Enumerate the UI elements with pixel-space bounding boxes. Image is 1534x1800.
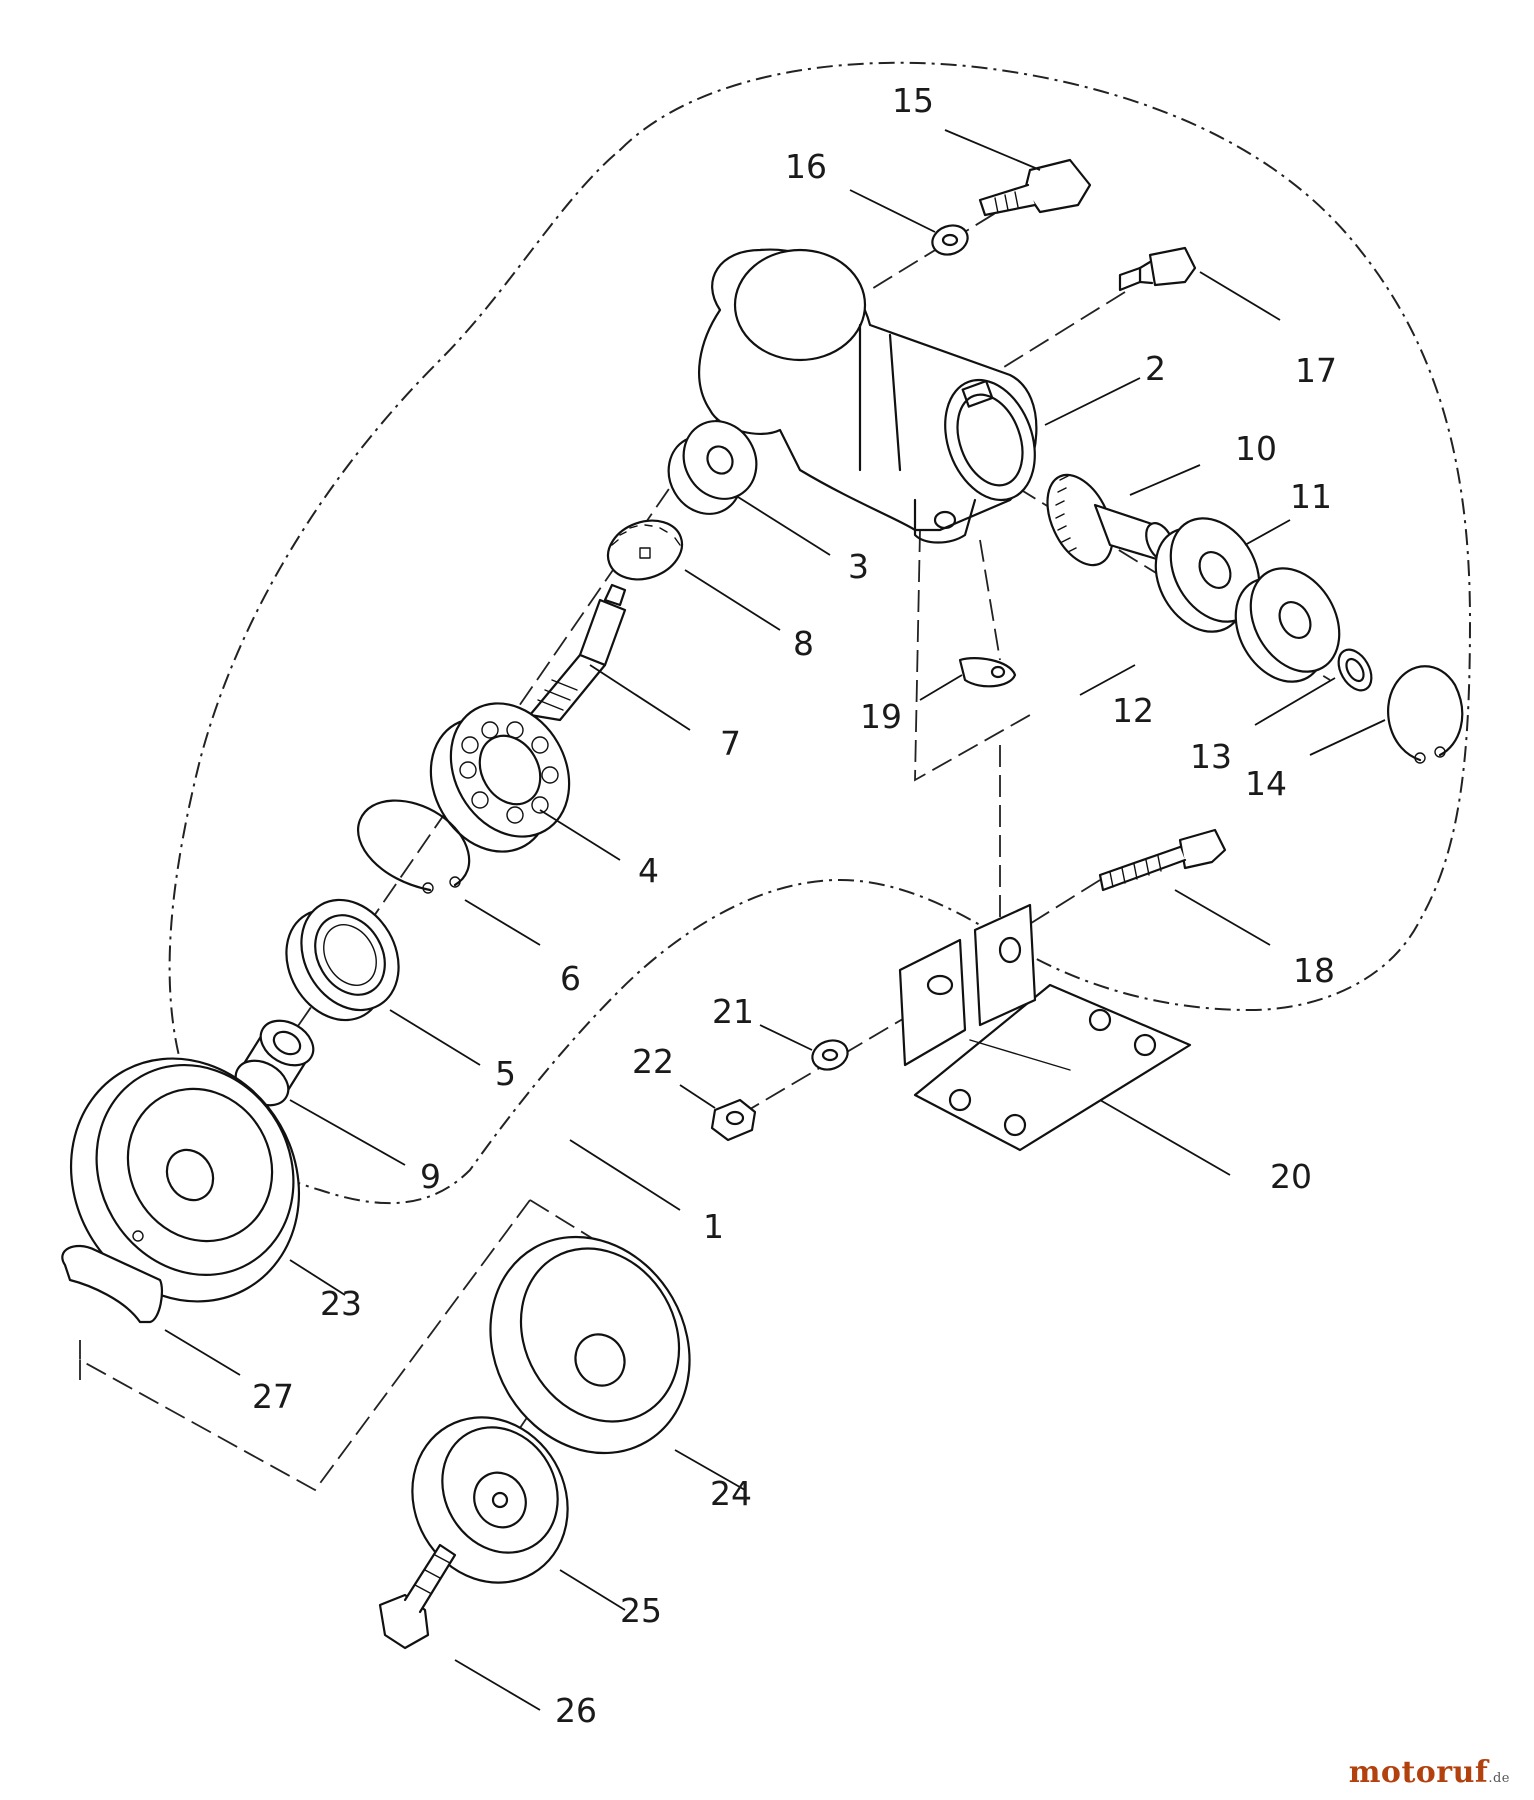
screw-part-18 bbox=[1098, 828, 1227, 892]
oil-seal-part-5 bbox=[285, 898, 400, 1022]
label-23: 23 bbox=[320, 1284, 362, 1323]
split-pin-part-27 bbox=[61, 1244, 164, 1324]
spline-shaft-part-7 bbox=[528, 583, 627, 722]
bearing-part-11 bbox=[1154, 517, 1261, 633]
nut-part-22 bbox=[710, 1098, 757, 1142]
label-22: 22 bbox=[632, 1042, 674, 1081]
label-8: 8 bbox=[793, 624, 814, 663]
label-10: 10 bbox=[1235, 429, 1277, 468]
label-4: 4 bbox=[638, 851, 659, 890]
screw-part-17 bbox=[1118, 246, 1197, 292]
bolt-part-26 bbox=[378, 1543, 457, 1650]
blade-holder-part-23 bbox=[69, 1057, 301, 1303]
label-25: 25 bbox=[620, 1591, 662, 1630]
label-26: 26 bbox=[555, 1691, 597, 1730]
label-2: 2 bbox=[1145, 349, 1166, 388]
label-5: 5 bbox=[495, 1054, 516, 1093]
bolt-axis-18 bbox=[1019, 879, 1101, 931]
label-19: 19 bbox=[860, 697, 902, 736]
bolt-part-15 bbox=[978, 158, 1092, 217]
blade-part-24 bbox=[489, 1235, 691, 1455]
label-14: 14 bbox=[1245, 764, 1287, 803]
leader-lines bbox=[164, 129, 1386, 1711]
label-1: 1 bbox=[703, 1207, 724, 1246]
label-3: 3 bbox=[848, 547, 869, 586]
assembly-group-outline bbox=[168, 61, 1472, 1205]
part-number-labels: 15 16 17 2 10 11 3 8 7 4 6 5 9 1 19 12 1… bbox=[252, 81, 1337, 1730]
ball-bearing-part-4 bbox=[429, 702, 571, 853]
gearbox-housing-part-2 bbox=[698, 248, 1038, 544]
label-13: 13 bbox=[1190, 737, 1232, 776]
watermark-suffix: .de bbox=[1488, 1771, 1510, 1786]
circlip-part-14 bbox=[1387, 665, 1464, 764]
washer-part-16 bbox=[931, 224, 969, 256]
bevel-pinion-part-8 bbox=[606, 519, 684, 581]
label-20: 20 bbox=[1270, 1157, 1312, 1196]
circlip-part-6 bbox=[357, 799, 471, 894]
washer-plate-part-25 bbox=[411, 1416, 569, 1584]
label-21: 21 bbox=[712, 992, 754, 1031]
label-18: 18 bbox=[1293, 951, 1335, 990]
bearing-part-12 bbox=[1234, 567, 1341, 683]
mounting-bracket-part-20 bbox=[898, 903, 1192, 1152]
label-15: 15 bbox=[892, 81, 934, 120]
bearing-part-3 bbox=[667, 420, 758, 515]
watermark-brand: motoruf bbox=[1348, 1755, 1489, 1790]
key-part-19 bbox=[958, 657, 1017, 688]
mount-bracket-guide bbox=[914, 529, 1031, 955]
label-11: 11 bbox=[1290, 477, 1332, 516]
blade-axis bbox=[504, 1309, 601, 1451]
label-27: 27 bbox=[252, 1377, 294, 1416]
label-7: 7 bbox=[720, 724, 741, 763]
watermark-logo: motoruf.de bbox=[1349, 1755, 1510, 1790]
label-16: 16 bbox=[785, 147, 827, 186]
label-6: 6 bbox=[560, 959, 581, 998]
label-12: 12 bbox=[1112, 691, 1154, 730]
label-9: 9 bbox=[420, 1157, 441, 1196]
label-17: 17 bbox=[1295, 351, 1337, 390]
washer-part-21 bbox=[811, 1039, 849, 1071]
washer-part-13 bbox=[1337, 648, 1373, 692]
label-24: 24 bbox=[710, 1474, 752, 1513]
